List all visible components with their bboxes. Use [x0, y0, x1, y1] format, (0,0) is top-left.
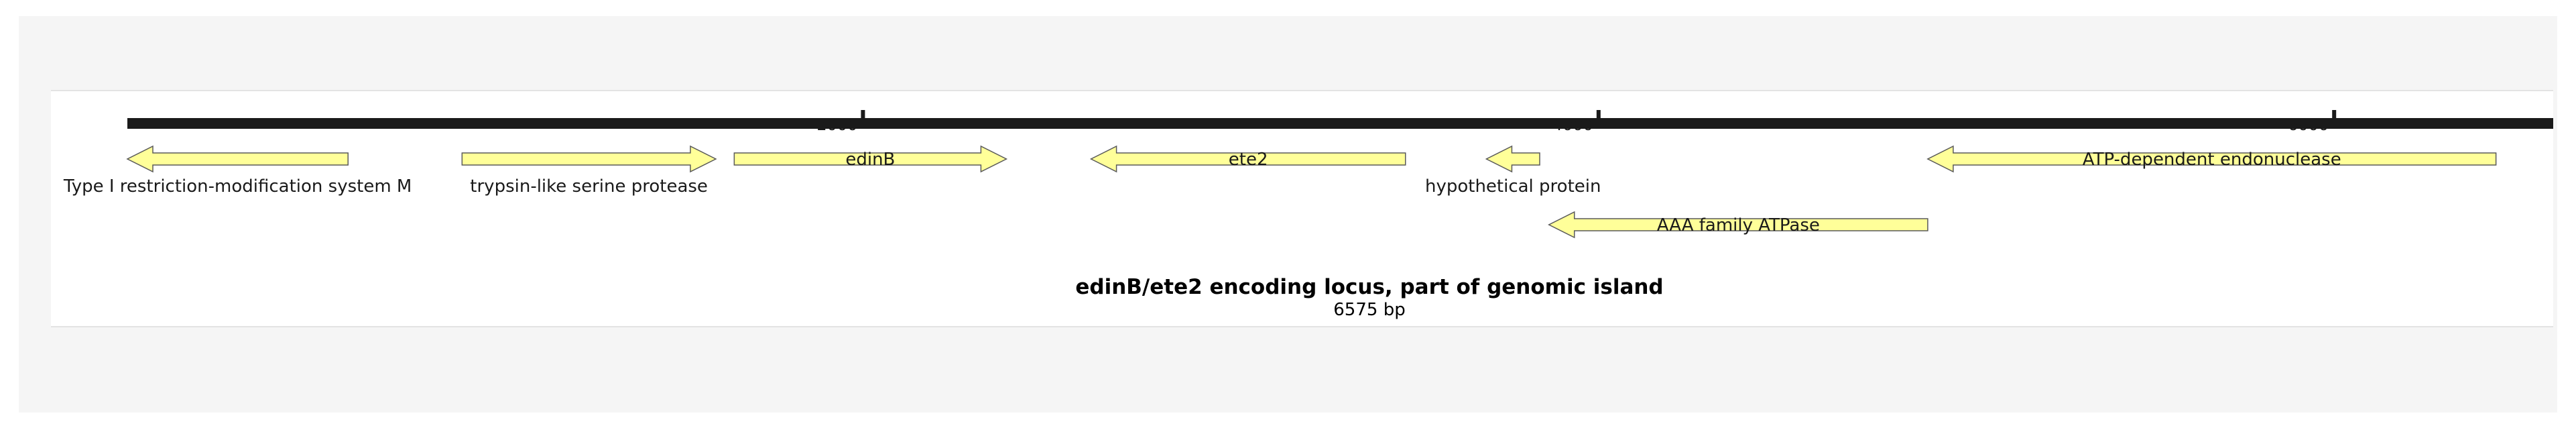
feature-arrow[interactable] — [733, 145, 1008, 173]
feature-typeI-rm[interactable]: Type I restriction-modification system M — [63, 145, 412, 197]
ruler-line — [127, 118, 2553, 129]
ruler-ticks: 2000 4000 6000 — [816, 110, 2337, 134]
feature-arrow[interactable] — [1926, 145, 2497, 173]
ruler-tick-label: 4000 — [1552, 115, 1593, 134]
genome-map: 2000 4000 6000 Type I restriction-modifica… — [63, 110, 2553, 320]
ruler-tick-label: 6000 — [2288, 115, 2329, 134]
feature-label: hypothetical protein — [1425, 176, 1601, 197]
feature-label: edinB — [845, 150, 895, 170]
feature-edinB[interactable]: edinB — [733, 145, 1008, 173]
ruler-tick-mark — [861, 110, 865, 121]
feature-trypsin[interactable]: trypsin-like serine protease — [461, 145, 717, 197]
locus-length: 6575 bp — [1333, 300, 1405, 320]
feature-atp-endonuclease[interactable]: ATP-dependent endonuclease — [1926, 145, 2497, 173]
feature-arrow[interactable] — [1089, 145, 1406, 173]
ruler-tick-label: 2000 — [816, 115, 857, 134]
map-frame: 2000 4000 6000 Type I restriction-modifica… — [19, 16, 2557, 413]
feature-label: AAA family ATPase — [1657, 215, 1820, 235]
feature-label: ATP-dependent endonuclease — [2083, 150, 2341, 170]
genome-map-panel: 2000 4000 6000 Type I restriction-modifica… — [51, 90, 2553, 327]
ruler-tick-mark — [1596, 110, 1601, 121]
feature-hypothetical[interactable]: hypothetical protein — [1425, 145, 1601, 197]
feature-arrow[interactable] — [1548, 211, 1928, 239]
feature-arrow[interactable] — [461, 145, 717, 173]
features: Type I restriction-modification system M… — [63, 145, 2497, 239]
feature-label: Type I restriction-modification system M — [63, 176, 412, 197]
feature-arrow[interactable] — [126, 145, 349, 173]
feature-aaa-atpase[interactable]: AAA family ATPase — [1548, 211, 1928, 239]
feature-label: trypsin-like serine protease — [470, 176, 708, 197]
feature-label: ete2 — [1229, 150, 1268, 170]
feature-arrow[interactable] — [1485, 145, 1540, 173]
ruler-tick-mark — [2332, 110, 2337, 121]
locus-title: edinB/ete2 encoding locus, part of genom… — [1075, 275, 1663, 299]
feature-ete2[interactable]: ete2 — [1089, 145, 1406, 173]
